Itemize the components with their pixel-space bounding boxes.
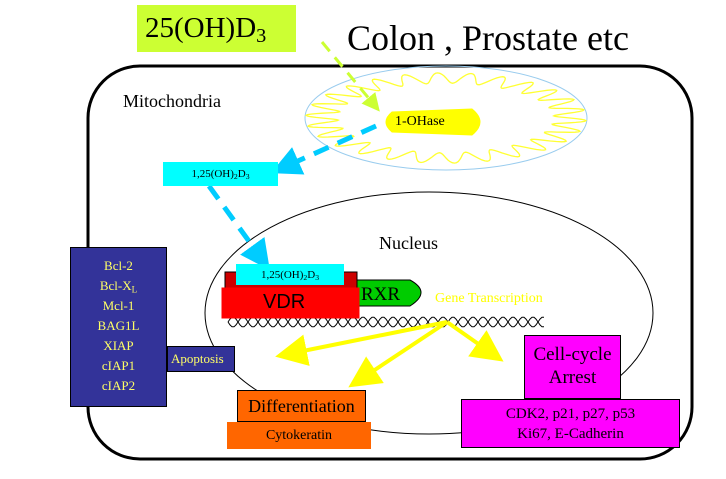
cell-cycle-label-line: Cell-cycle — [533, 344, 612, 365]
nuclear-import-arrow — [206, 184, 270, 271]
anti-apoptotic-protein: BAG1L — [97, 318, 140, 333]
cell-cycle-box: Cell-cycle Arrest — [524, 335, 621, 399]
uptake-arrow — [320, 41, 380, 112]
anti-apoptotic-protein: cIAP1 — [101, 358, 136, 373]
nucleus-envelope — [204, 191, 654, 435]
compound-title: 25(OH)D3 — [145, 12, 267, 48]
transcription-to-cell-cycle-arrow — [445, 320, 504, 362]
enzyme-shape — [385, 108, 481, 136]
compound-title-box: 25(OH)D3 — [137, 5, 296, 52]
bound-ligand-box: 1,25(OH)2D3 — [236, 264, 344, 285]
mitochondria-label: Mitochondria — [123, 91, 221, 111]
bound-ligand-label: 1,25(OH)2D3 — [260, 268, 320, 282]
transcription-to-apoptosis-arrow — [275, 320, 448, 366]
apoptosis-label: Apoptosis — [171, 351, 224, 366]
gene-transcription-label: Gene Transcription — [435, 291, 543, 306]
mitochondrion-outer — [304, 65, 588, 171]
rxr-label: RXR — [361, 284, 401, 305]
differentiation-label: Differentiation — [248, 395, 355, 416]
activation-arrow — [270, 123, 378, 175]
anti-apoptotic-protein: XIAP — [103, 338, 134, 353]
vdr-label: VDR — [263, 291, 306, 313]
enzyme-label: 1-OHase — [395, 114, 445, 129]
cell-cycle-markers-box: CDK2, p21, p27, p53 Ki67, E-Cadherin — [461, 399, 680, 448]
nucleus-label: Nucleus — [379, 233, 438, 253]
mitochondrion-cristae — [304, 72, 588, 164]
apoptosis-box: Apoptosis — [167, 346, 235, 372]
tissue-title: Colon , Prostate etc — [347, 18, 629, 58]
dna-strand — [227, 316, 544, 328]
cell-cycle-markers-line: Ki67, E-Cadherin — [517, 426, 624, 442]
differentiation-box: Differentiation — [237, 390, 366, 422]
anti-apoptotic-protein: Bcl-2 — [104, 258, 133, 273]
cytokeratin-label: Cytokeratin — [265, 427, 333, 443]
active-form-box: 1,25(OH)2D3 — [163, 162, 278, 186]
active-form-label: 1,25(OH)2D3 — [191, 168, 250, 181]
cytokeratin-box: Cytokeratin — [227, 422, 371, 449]
transcription-to-differentiation-arrow — [348, 320, 449, 388]
cell-cycle-markers-line: CDK2, p21, p27, p53 — [505, 406, 636, 422]
anti-apoptotic-protein: cIAP2 — [101, 378, 136, 393]
vdr-shape — [221, 287, 360, 319]
anti-apoptotic-protein: Mcl-1 — [102, 298, 135, 313]
cell-cycle-label-line: Arrest — [548, 367, 597, 388]
anti-apoptotic-protein: Bcl-XL — [99, 278, 138, 295]
